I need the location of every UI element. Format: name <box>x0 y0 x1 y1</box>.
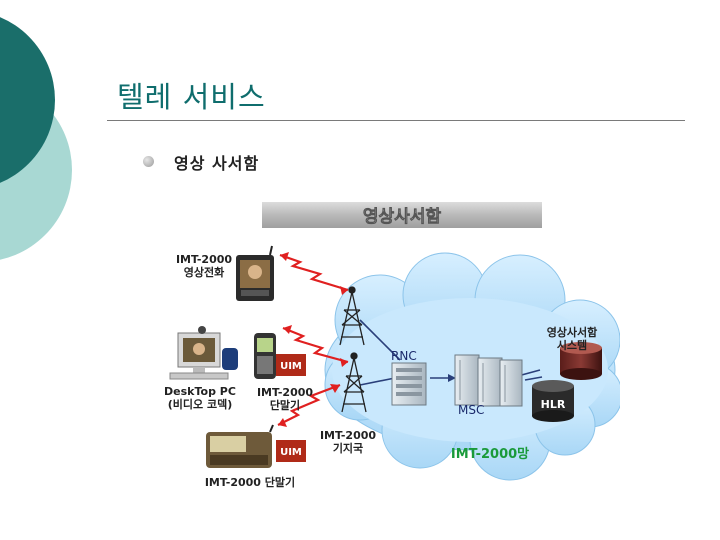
system-label-line2: 시스템 <box>557 338 587 352</box>
slide-title: 텔레 서비스 <box>117 80 266 114</box>
videophone-label-line2: 영상전화 <box>184 265 224 279</box>
wireless-links <box>277 252 349 427</box>
video-mailbox-diagram: 영상사서함 <box>164 202 620 489</box>
hlr-db <box>532 380 574 422</box>
msc-label: MSC <box>458 403 484 417</box>
basestation-label-line1: IMT-2000 <box>320 429 376 442</box>
diagram-banner: 영상사서함 <box>262 202 542 228</box>
deco-dark-circle <box>0 17 55 183</box>
videophone-label-line1: IMT-2000 <box>176 253 232 266</box>
basestation-tower-upper <box>339 286 365 346</box>
pc-label-line1: DeskTop PC <box>164 385 236 398</box>
mobile-terminal <box>254 333 276 379</box>
uim-label-upper: UIM <box>280 361 302 372</box>
uim-card-upper: UIM <box>276 354 306 376</box>
pda-terminal <box>206 424 274 468</box>
uim-card-lower: UIM <box>276 440 306 462</box>
hlr-label: HLR <box>541 398 566 411</box>
title-divider <box>107 120 685 121</box>
bottom-terminal-label: IMT-2000 단말기 <box>205 475 295 489</box>
network-label: IMT-2000망 <box>451 446 529 462</box>
video-mailbox-system-db <box>560 342 602 380</box>
uim-label-lower: UIM <box>280 447 302 458</box>
basestation-label-line2: 기지국 <box>333 441 363 455</box>
pc-label-line2: (비디오 코덱) <box>168 397 232 411</box>
banner-text: 영상사서함 <box>363 206 442 227</box>
desktop-pc <box>169 326 238 380</box>
bullet-text: 영상 사서함 <box>174 154 260 173</box>
msc-equipment <box>454 354 523 407</box>
rnc-equipment <box>391 362 427 406</box>
basestation-tower-lower <box>341 352 367 413</box>
videophone-device <box>236 245 274 301</box>
rnc-label: RNC <box>391 349 417 363</box>
terminal-label-line2: 단말기 <box>270 398 300 412</box>
terminal-label-line1: IMT-2000 <box>257 386 313 399</box>
bullet-icon <box>143 156 154 167</box>
system-label-line1: 영상사서함 <box>547 325 598 339</box>
corner-decoration <box>0 17 72 260</box>
